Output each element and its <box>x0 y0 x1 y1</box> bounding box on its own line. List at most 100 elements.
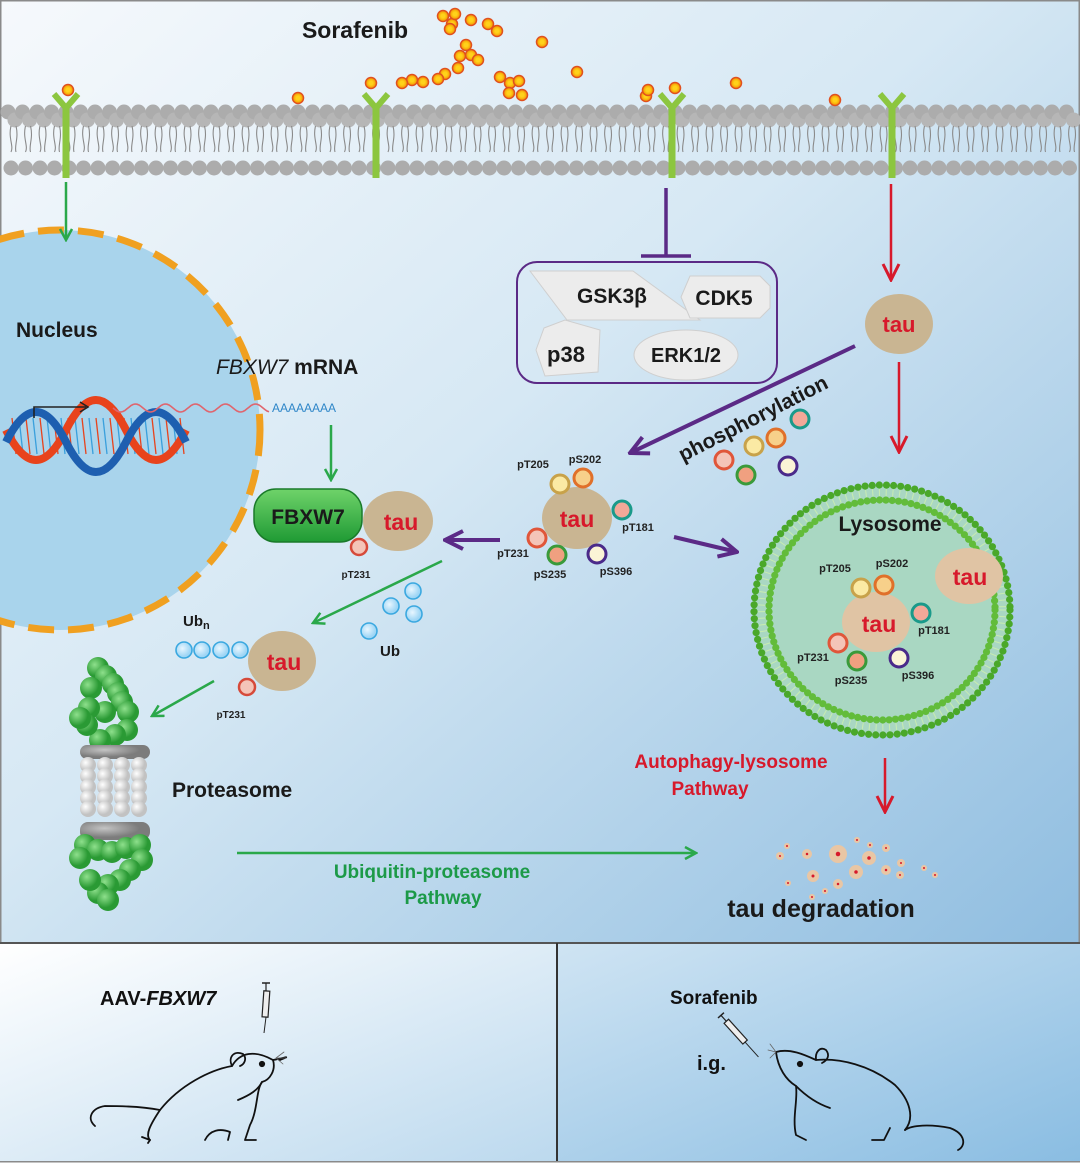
lysosome-lipid-head <box>990 625 997 632</box>
lipid-head-inner <box>337 161 352 176</box>
lysosome-lipid-head <box>811 713 818 720</box>
lysosome-lipid-head <box>1001 641 1008 648</box>
lipid-head-inner <box>598 161 613 176</box>
lipid-head-inner <box>1062 161 1077 176</box>
tau-fragment-core <box>899 874 901 876</box>
lysosome-lipid-head <box>834 489 841 496</box>
lipid-head-inner <box>1033 161 1048 176</box>
phospho-site-pt205 <box>852 579 870 597</box>
lysosome-lipid-head <box>751 615 758 622</box>
lipid-head-inner <box>497 161 512 176</box>
lysosome-lipid-head <box>892 716 899 723</box>
lipid-head-inner <box>395 161 410 176</box>
lysosome-lipid-head <box>904 484 911 491</box>
lysosome-lipid-head <box>1003 634 1010 641</box>
lipid-head-inner <box>482 161 497 176</box>
tau-label-fbxw7: tau <box>384 509 419 535</box>
lysosome-lipid-head <box>824 720 831 727</box>
lysosome-lipid-head <box>1006 620 1013 627</box>
lysosome-lipid-head <box>762 554 769 561</box>
lipid-head-inner <box>845 161 860 176</box>
phospho-site-label: pT231 <box>797 652 829 664</box>
phospho-site-label: pS202 <box>569 454 601 466</box>
lysosome-lipid-tail <box>999 600 1006 601</box>
phospho-site-pt231 <box>528 529 546 547</box>
lysosome-lipid-head <box>935 719 942 726</box>
lipid-head-inner <box>903 161 918 176</box>
fbxw7-mrna-label: FBXW7 mRNA <box>216 356 358 379</box>
lysosome-lipid-head <box>761 656 768 663</box>
lysosome-lipid-head <box>898 715 905 722</box>
phospho-site-pt231 <box>829 634 847 652</box>
lipid-head-inner <box>221 161 236 176</box>
lysosome-lipid-head <box>910 712 917 719</box>
phospho-site-pt181 <box>791 410 809 428</box>
lysosome-lipid-head <box>845 501 852 508</box>
lipid-head-inner <box>511 161 526 176</box>
phospho-site-pt181 <box>912 604 930 622</box>
lipid-head-inner <box>149 161 164 176</box>
lysosome-lipid-head <box>985 537 992 544</box>
lysosome-lipid-head <box>767 668 774 675</box>
sorafenib-molecule <box>572 67 583 78</box>
sorafenib-molecule <box>504 88 515 99</box>
phospho-site-ps235 <box>737 466 755 484</box>
lysosome-lipid-head <box>767 626 774 633</box>
lysosome-lipid-head <box>890 482 897 489</box>
lysosome-lipid-head <box>999 648 1006 655</box>
lysosome-lipid-head <box>754 636 761 643</box>
phospho-site-label: pT205 <box>517 459 549 471</box>
lysosome-lipid-head <box>764 662 771 669</box>
lysosome-lipid-head <box>860 715 867 722</box>
lipid-head-inner <box>439 161 454 176</box>
lipid-head-inner <box>308 161 323 176</box>
autophagy-pathway-line2: Pathway <box>671 779 749 800</box>
lysosome-lipid-head <box>751 594 758 601</box>
lipid-head-inner <box>134 161 149 176</box>
lysosome-lipid-head <box>766 596 773 603</box>
lysosome-lipid-head <box>991 603 998 610</box>
lysosome-lipid-head <box>756 643 763 650</box>
lysosome-lipid-tail <box>893 490 894 497</box>
lysosome-lipid-head <box>753 629 760 636</box>
erk-label: ERK1/2 <box>651 345 721 367</box>
lipid-head-inner <box>47 161 62 176</box>
lysosome-lipid-head <box>886 731 893 738</box>
fbxw7-label: FBXW7 <box>271 506 345 529</box>
lysosome-lipid-head <box>947 712 954 719</box>
sorafenib-molecule <box>450 9 461 20</box>
lipid-head-inner <box>18 161 33 176</box>
bottom-left-panel <box>0 943 557 1161</box>
phospho-site-label: pS396 <box>902 670 934 682</box>
ubiquitin-molecule <box>405 583 421 599</box>
sorafenib-molecule <box>293 93 304 104</box>
phospho-site-pt231 <box>715 451 733 469</box>
lysosome-lipid-head <box>1006 596 1013 603</box>
lysosome-lipid-head <box>956 507 963 514</box>
lysosome-lipid-head <box>758 649 765 656</box>
tau-fragment-core <box>900 862 902 864</box>
lysosome-lipid-head <box>837 725 844 732</box>
lysosome-lipid-head <box>808 502 815 509</box>
lipid-head-inner <box>961 161 976 176</box>
lipid-head-inner <box>91 161 106 176</box>
lysosome-lipid-head <box>908 728 915 735</box>
lysosome-lipid-head <box>827 492 834 499</box>
tau-fragment-core <box>812 875 815 878</box>
aav-prefix: AAV- <box>100 988 146 1010</box>
sorafenib-oral-label: Sorafenib <box>670 988 758 1009</box>
proteasome-cap-subunit-lower <box>97 889 119 911</box>
cdk5-label: CDK5 <box>695 287 752 310</box>
ubiquitin-molecule <box>361 623 377 639</box>
phospho-site-label: pT181 <box>918 625 950 637</box>
autophagy-pathway-line1: Autophagy-lysosome <box>634 752 827 773</box>
sorafenib-molecule <box>397 78 408 89</box>
proteasome-core-subunit <box>80 801 96 817</box>
pt231-label-fbxw7: pT231 <box>342 570 371 581</box>
lysosome-lipid-head <box>867 716 874 723</box>
bottom-right-panel <box>557 943 1080 1161</box>
aav-gene-italic: FBXW7 <box>146 988 217 1010</box>
lysosome-lipid-head <box>854 484 861 491</box>
tau-fragment-core <box>824 890 826 892</box>
lipid-head-inner <box>1004 161 1019 176</box>
